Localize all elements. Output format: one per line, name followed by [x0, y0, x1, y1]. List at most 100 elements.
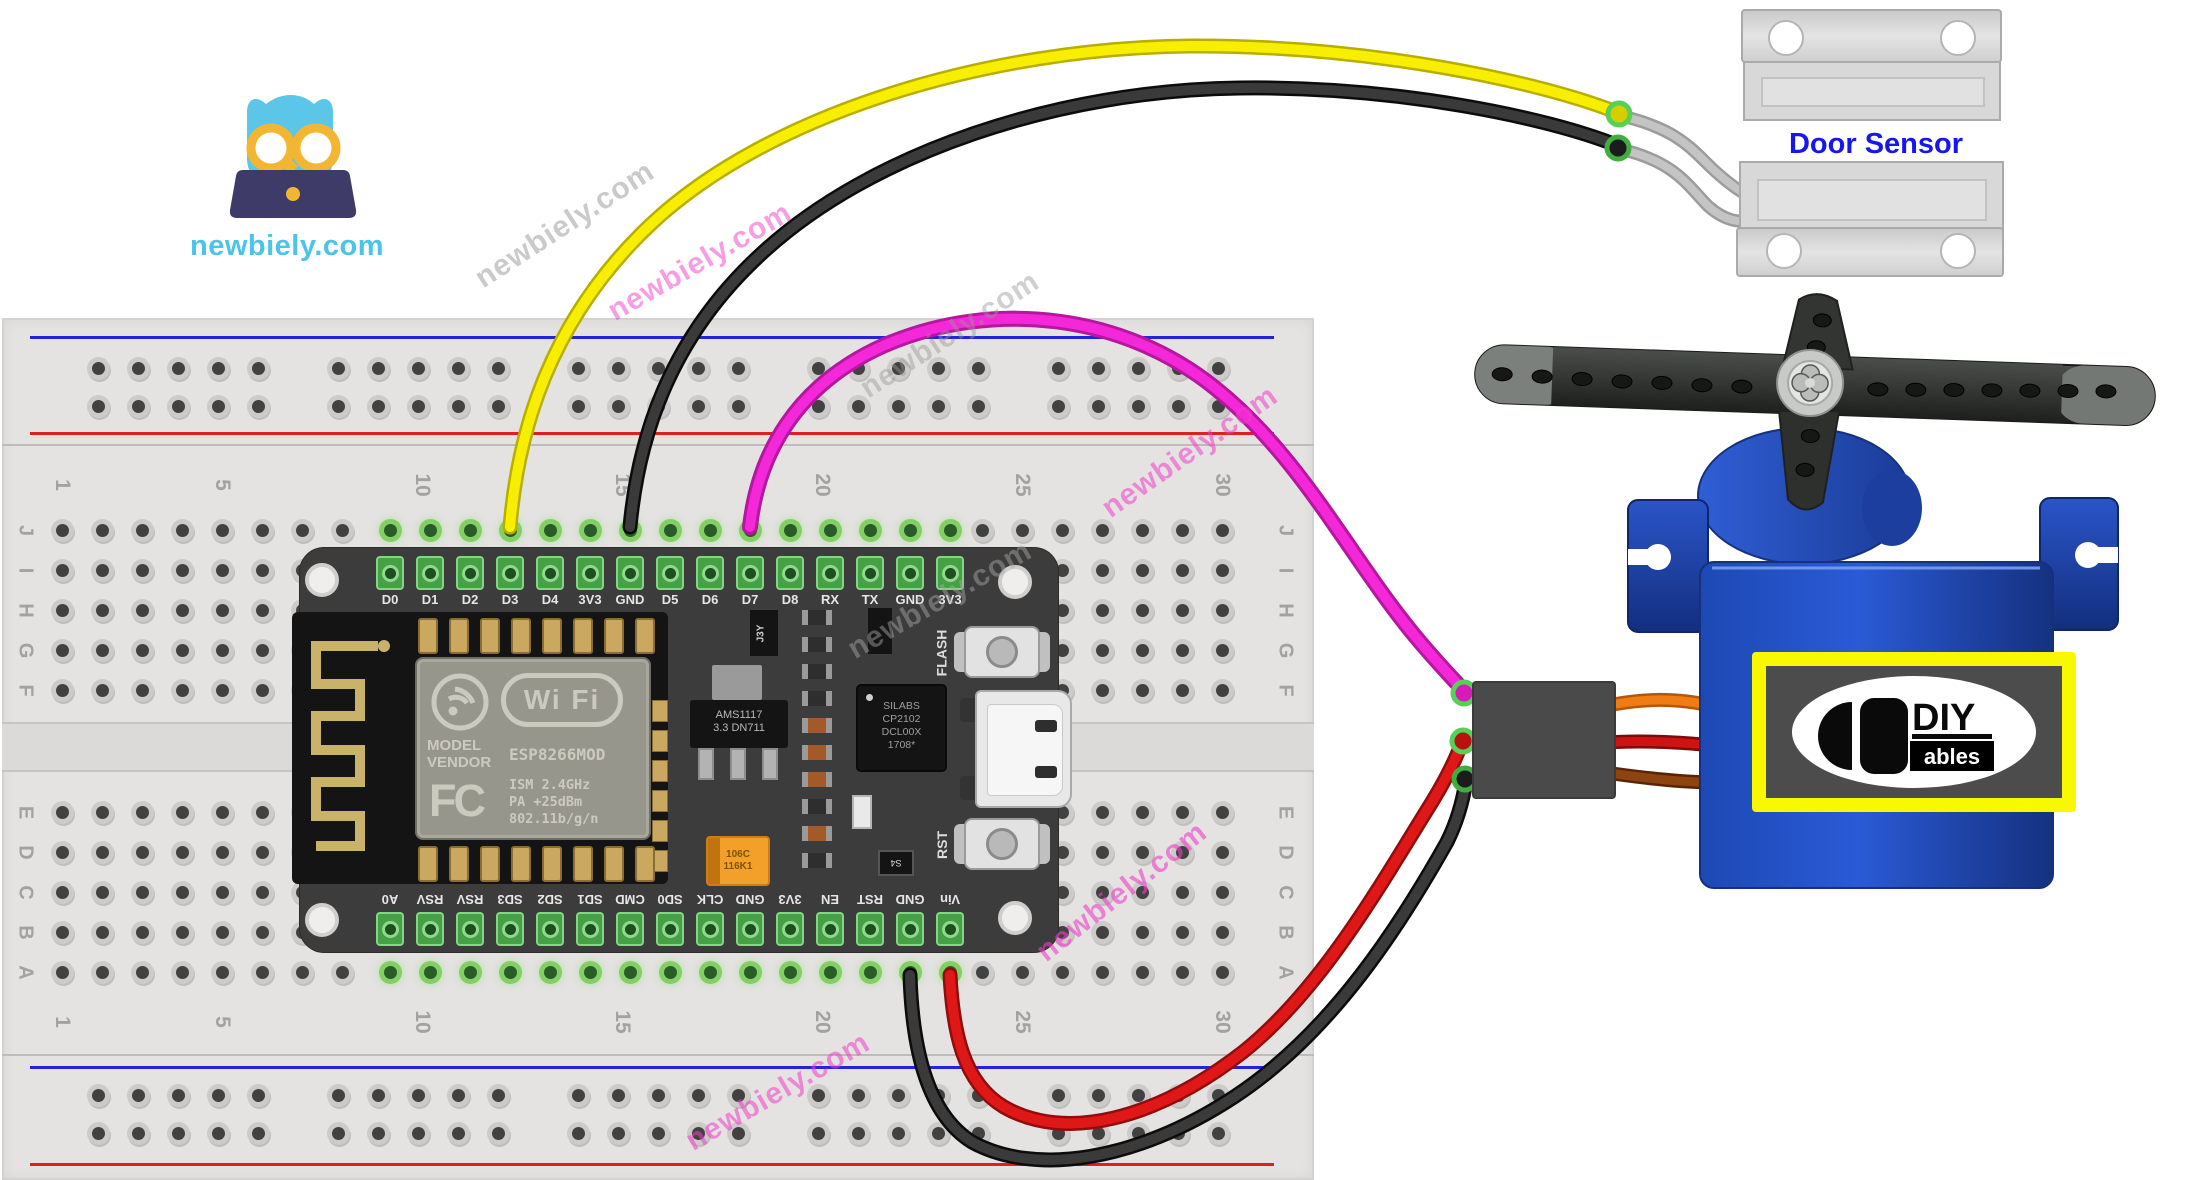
- breadboard-hole: [1215, 965, 1229, 979]
- mounting-hole: [305, 563, 339, 597]
- header-clip: [480, 618, 500, 654]
- breadboard-hole: [335, 965, 349, 979]
- header-clip: [511, 618, 531, 654]
- breadboard-hole: [891, 399, 905, 413]
- pin-label-top: GND: [895, 592, 925, 607]
- header-clip: [542, 618, 562, 654]
- breadboard-hole-green: [463, 965, 477, 979]
- wire-black-top: [625, 82, 1621, 532]
- servo-brand-label: DIY ables: [1752, 652, 2076, 812]
- breadboard-hole: [251, 361, 265, 375]
- mounting-hole: [998, 901, 1032, 935]
- breadboard-hole: [55, 965, 69, 979]
- breadboard-hole: [1175, 523, 1189, 537]
- nodemcu-esp8266-board: Wi Fi MODEL VENDOR ESP8266MOD FC ISM 2.4…: [292, 548, 1072, 952]
- breadboard-hole: [331, 361, 345, 375]
- breadboard-hole: [1131, 361, 1145, 375]
- site-logo-icon: [229, 95, 357, 218]
- smd-resistor: [802, 745, 832, 760]
- breadboard-hole-green: [823, 523, 837, 537]
- pin-label-top: D6: [701, 592, 719, 607]
- breadboard-hole: [1171, 399, 1185, 413]
- usb-uart-chip: SILABS CP2102 DCL00X 1708*: [858, 686, 945, 770]
- breadboard-hole: [135, 845, 149, 859]
- breadboard-hole: [55, 643, 69, 657]
- wifi-badge: Wi Fi: [501, 673, 623, 727]
- breadboard-hole: [371, 399, 385, 413]
- voltage-regulator: AMS1117 3.3 DN711: [690, 700, 788, 748]
- breadboard-hole: [95, 683, 109, 697]
- breadboard-hole: [931, 1126, 945, 1140]
- pin-pad-bottom: [496, 912, 524, 946]
- mounting-hole: [305, 903, 339, 937]
- watermark: newbiely.com: [842, 533, 1038, 666]
- brand-bottom: ables: [1924, 744, 1980, 769]
- breadboard-hole: [891, 1126, 905, 1140]
- breadboard-hole: [1135, 805, 1149, 819]
- watermark: newbiely.com: [854, 264, 1046, 405]
- uart-line4: 1708*: [887, 739, 916, 751]
- breadboard-hole: [295, 523, 309, 537]
- breadboard-hole: [175, 925, 189, 939]
- breadboard-hole: [171, 1088, 185, 1102]
- breadboard-hole: [371, 361, 385, 375]
- flash-button-cap: [986, 636, 1018, 668]
- power-rail-blue-line-bottom: [30, 1066, 1274, 1069]
- breadboard-hole: [1215, 845, 1229, 859]
- watermark: newbiely.com: [680, 1025, 876, 1158]
- capacitor: 106C 116K1: [706, 836, 770, 886]
- breadboard-hole: [1095, 683, 1109, 697]
- breadboard-hole: [331, 1126, 345, 1140]
- pin-pad-bottom: [696, 912, 724, 946]
- smd-resistor: [802, 718, 832, 733]
- pin-pad-top: [456, 556, 484, 590]
- pin-pad-top: [576, 556, 604, 590]
- breadboard-hole: [1091, 1088, 1105, 1102]
- module-spec2: PA +25dBm: [509, 794, 583, 810]
- breadboard-hole: [255, 643, 269, 657]
- header-clip: [604, 846, 624, 882]
- regulator-leg: [698, 748, 714, 780]
- servo-motor: DIY ables: [1474, 293, 2156, 889]
- pin-pad-bottom: [776, 912, 804, 946]
- smd-resistor: [802, 691, 832, 706]
- breadboard-hole: [1095, 643, 1109, 657]
- breadboard-hole: [91, 1126, 105, 1140]
- watermark: newbiely.com: [1030, 815, 1214, 969]
- breadboard-hole: [931, 361, 945, 375]
- pin-label-top: D5: [661, 592, 679, 607]
- breadboard-hole: [651, 1088, 665, 1102]
- breadboard-hole: [731, 1088, 745, 1102]
- breadboard-hole: [171, 399, 185, 413]
- breadboard-hole: [55, 925, 69, 939]
- breadboard-hole: [251, 399, 265, 413]
- power-rail-blue-line-top: [30, 336, 1274, 339]
- pin-pad-bottom: [856, 912, 884, 946]
- breadboard-hole: [1135, 523, 1149, 537]
- breadboard-hole: [1095, 925, 1109, 939]
- breadboard-hole: [135, 925, 149, 939]
- breadboard-hole: [1211, 1126, 1225, 1140]
- breadboard-hole: [55, 845, 69, 859]
- wire-black-bottom: [905, 776, 1471, 1165]
- breadboard-hole: [91, 1088, 105, 1102]
- pin-label-top: GND: [615, 592, 645, 607]
- module-pad: [652, 820, 668, 842]
- breadboard-hole-green: [383, 965, 397, 979]
- breadboard-hole: [95, 965, 109, 979]
- pin-label-top: D4: [541, 592, 559, 607]
- smd-resistor: [802, 799, 832, 814]
- smd-resistor: [802, 637, 832, 652]
- breadboard-hole: [1215, 885, 1229, 899]
- uart-line2: CP2102: [882, 713, 921, 725]
- pin-pad-bottom: [896, 912, 924, 946]
- breadboard-hole: [1175, 805, 1189, 819]
- breadboard-hole: [1015, 965, 1029, 979]
- breadboard-hole: [1175, 603, 1189, 617]
- watermark: newbiely.com: [1095, 378, 1284, 525]
- breadboard-hole: [175, 563, 189, 577]
- breadboard-hole: [255, 523, 269, 537]
- mounting-hole: [998, 565, 1032, 599]
